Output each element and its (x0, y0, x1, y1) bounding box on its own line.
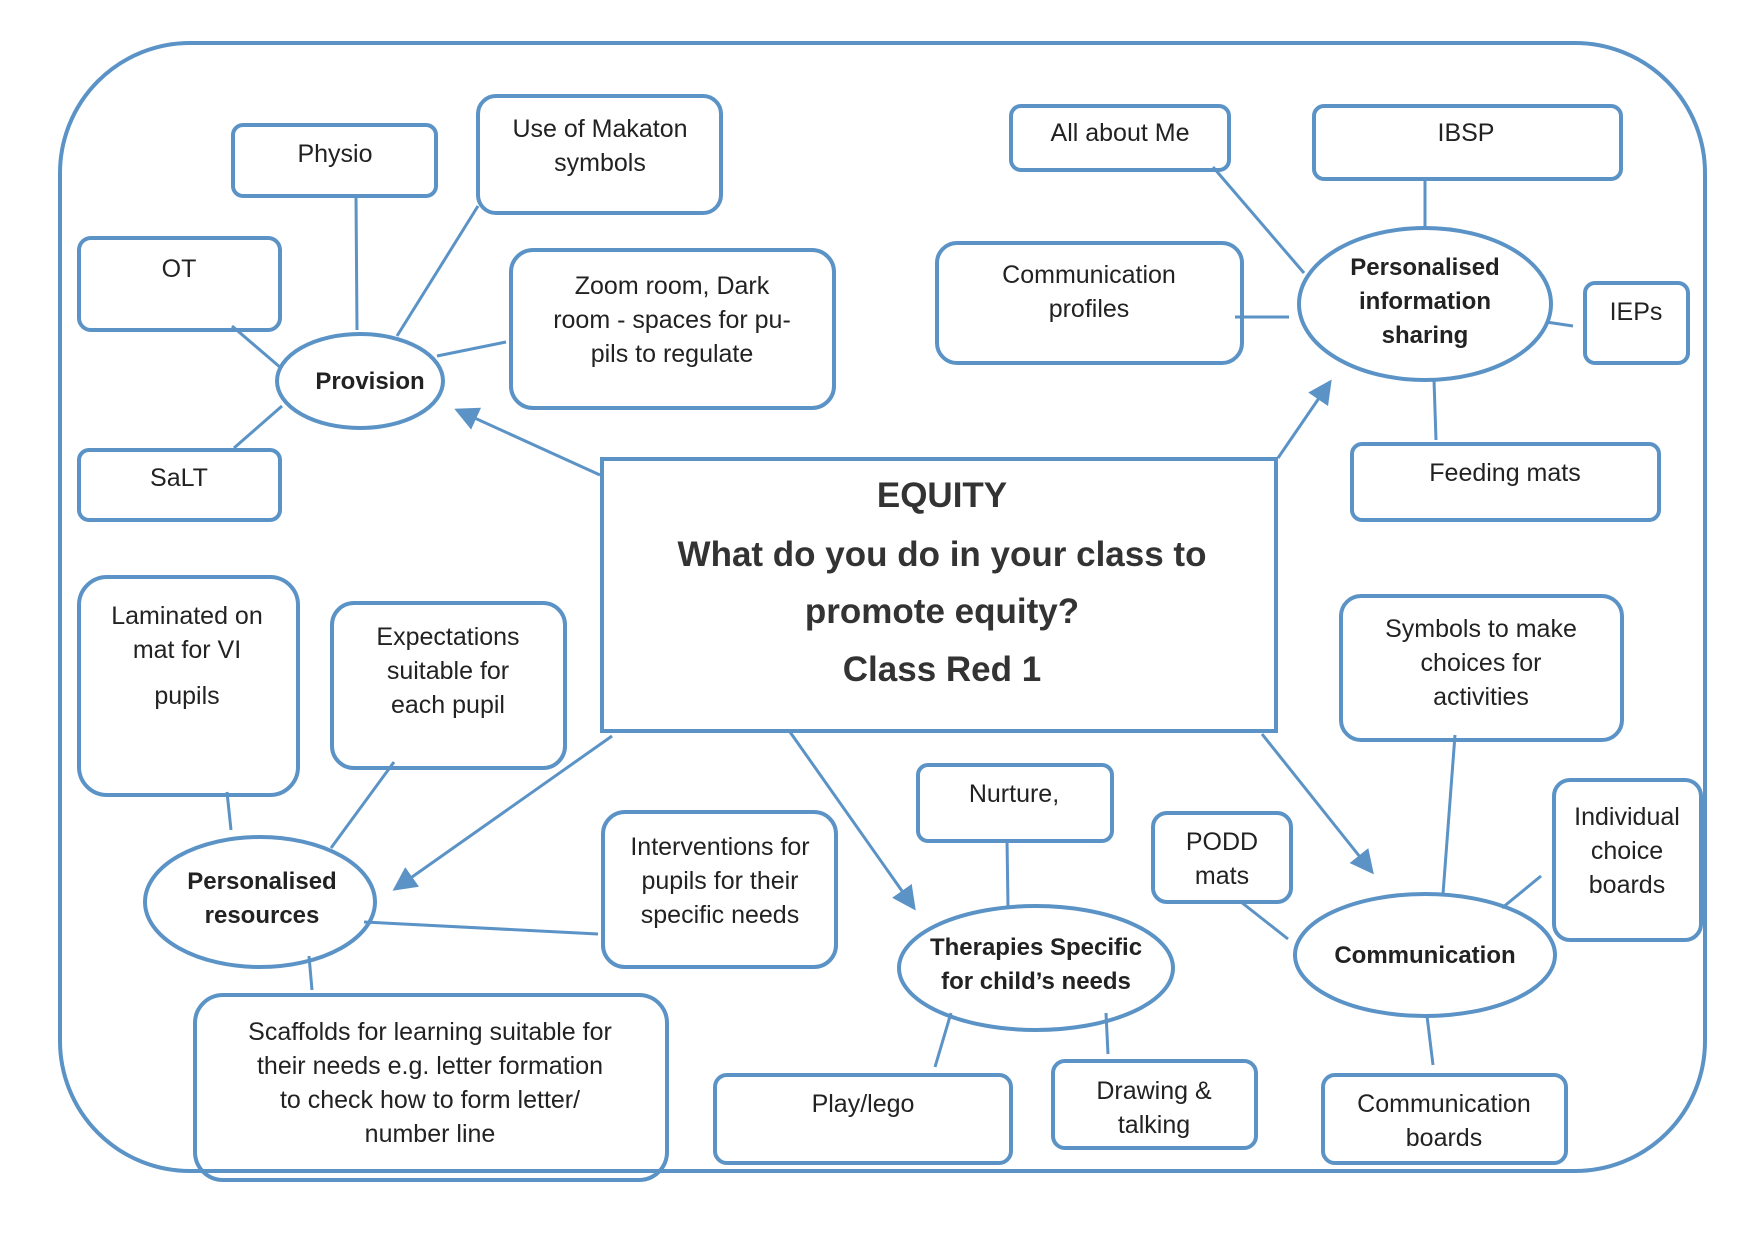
therapies-node (897, 904, 1175, 1032)
symbols-line3: activities (1433, 683, 1529, 711)
laminated-line1: Laminated on (111, 602, 263, 630)
resources-line1: Personalised (187, 868, 336, 895)
laminated-line2: mat for VI (133, 636, 241, 664)
outer-frame (58, 41, 1707, 1173)
makaton-box (476, 94, 723, 215)
zoom-line2: room - spaces for pu- (553, 306, 791, 334)
arrow-to-info-sharing (1276, 379, 1332, 459)
nurture-box (916, 763, 1114, 843)
expectations-line2: suitable for (387, 657, 509, 685)
zoom-line1: Zoom room, Dark (575, 272, 770, 300)
expectations-line1: Expectations (376, 623, 519, 651)
drawing-box (1051, 1059, 1258, 1150)
comm-profiles-line1: Communication (1002, 261, 1176, 289)
choice-line2: choice (1591, 837, 1663, 865)
podd-box (1151, 811, 1293, 904)
arrow-to-therapies (788, 731, 916, 911)
comm-boards-line1: Communication (1357, 1090, 1531, 1118)
symbols-line1: Symbols to make (1385, 615, 1577, 643)
physio-label: Physio (297, 140, 372, 168)
ot-label: OT (162, 255, 197, 283)
provision-label: Provision (315, 368, 424, 395)
interventions-line1: Interventions for (630, 833, 809, 861)
provision-node (275, 332, 445, 430)
zoom-room-box (509, 248, 836, 410)
salt-box (77, 448, 282, 522)
center-class-name: Class Red 1 (843, 650, 1041, 689)
makaton-line2: symbols (554, 149, 646, 177)
scaffolds-line4: number line (365, 1120, 496, 1148)
laminated-line3: pupils (154, 682, 219, 710)
comm-boards-line2: boards (1406, 1124, 1482, 1152)
choice-line3: boards (1589, 871, 1665, 899)
choice-boards-box (1552, 778, 1703, 942)
nurture-label: Nurture, (969, 780, 1059, 808)
play-label: Play/lego (812, 1090, 915, 1118)
arrow-to-resources (392, 734, 613, 891)
ot-box (77, 236, 282, 332)
drawing-line2: talking (1118, 1111, 1190, 1139)
physio-box (231, 123, 438, 198)
ieps-box (1583, 281, 1690, 365)
arrow-to-communication (1260, 733, 1374, 875)
comm-profiles-line2: profiles (1049, 295, 1130, 323)
feeding-mats-label: Feeding mats (1429, 459, 1580, 487)
scaffolds-line2: their needs e.g. letter formation (257, 1052, 603, 1080)
ibsp-box (1312, 104, 1623, 181)
drawing-line1: Drawing & (1096, 1077, 1212, 1105)
comm-profiles-box (935, 241, 1244, 365)
center-title: EQUITY (877, 476, 1007, 515)
info-sharing-line2: information (1359, 288, 1491, 315)
symbols-box (1339, 594, 1624, 742)
communication-node (1293, 892, 1557, 1018)
makaton-line1: Use of Makaton (512, 115, 687, 143)
center-question-line1: What do you do in your class to (678, 535, 1207, 574)
play-box (713, 1073, 1013, 1165)
communication-label: Communication (1334, 942, 1515, 969)
arrows (392, 379, 1374, 911)
zoom-line3: pils to regulate (591, 340, 754, 368)
expectations-line3: each pupil (391, 691, 505, 719)
scaffolds-line3: to check how to form letter/ (280, 1086, 580, 1114)
laminated-box (77, 575, 300, 797)
scaffolds-line1: Scaffolds for learning suitable for (248, 1018, 612, 1046)
info-sharing-line1: Personalised (1350, 254, 1499, 281)
resources-line2: resources (205, 902, 320, 929)
symbols-line2: choices for (1421, 649, 1542, 677)
therapies-line1: Therapies Specific (930, 934, 1142, 961)
expectations-box (330, 601, 567, 770)
feeding-mats-box (1350, 442, 1661, 522)
center-box (600, 457, 1278, 733)
ieps-label: IEPs (1610, 298, 1663, 326)
interventions-line3: specific needs (641, 901, 799, 929)
arrow-to-provision (454, 407, 601, 477)
resources-node (143, 835, 377, 969)
all-about-me-label: All about Me (1051, 119, 1190, 147)
info-sharing-line3: sharing (1382, 322, 1469, 349)
therapies-line2: for child’s needs (941, 968, 1131, 995)
info-sharing-node (1297, 226, 1553, 382)
interventions-box (601, 810, 838, 969)
choice-line1: Individual (1574, 803, 1680, 831)
center-question-line2: promote equity? (805, 592, 1079, 631)
comm-boards-box (1321, 1073, 1568, 1165)
all-about-me-box (1009, 104, 1231, 172)
podd-line2: mats (1195, 862, 1249, 890)
podd-line1: PODD (1186, 828, 1258, 856)
salt-label: SaLT (150, 464, 208, 492)
scaffolds-box (193, 993, 669, 1182)
ibsp-label: IBSP (1438, 119, 1495, 147)
interventions-line2: pupils for their (641, 867, 798, 895)
